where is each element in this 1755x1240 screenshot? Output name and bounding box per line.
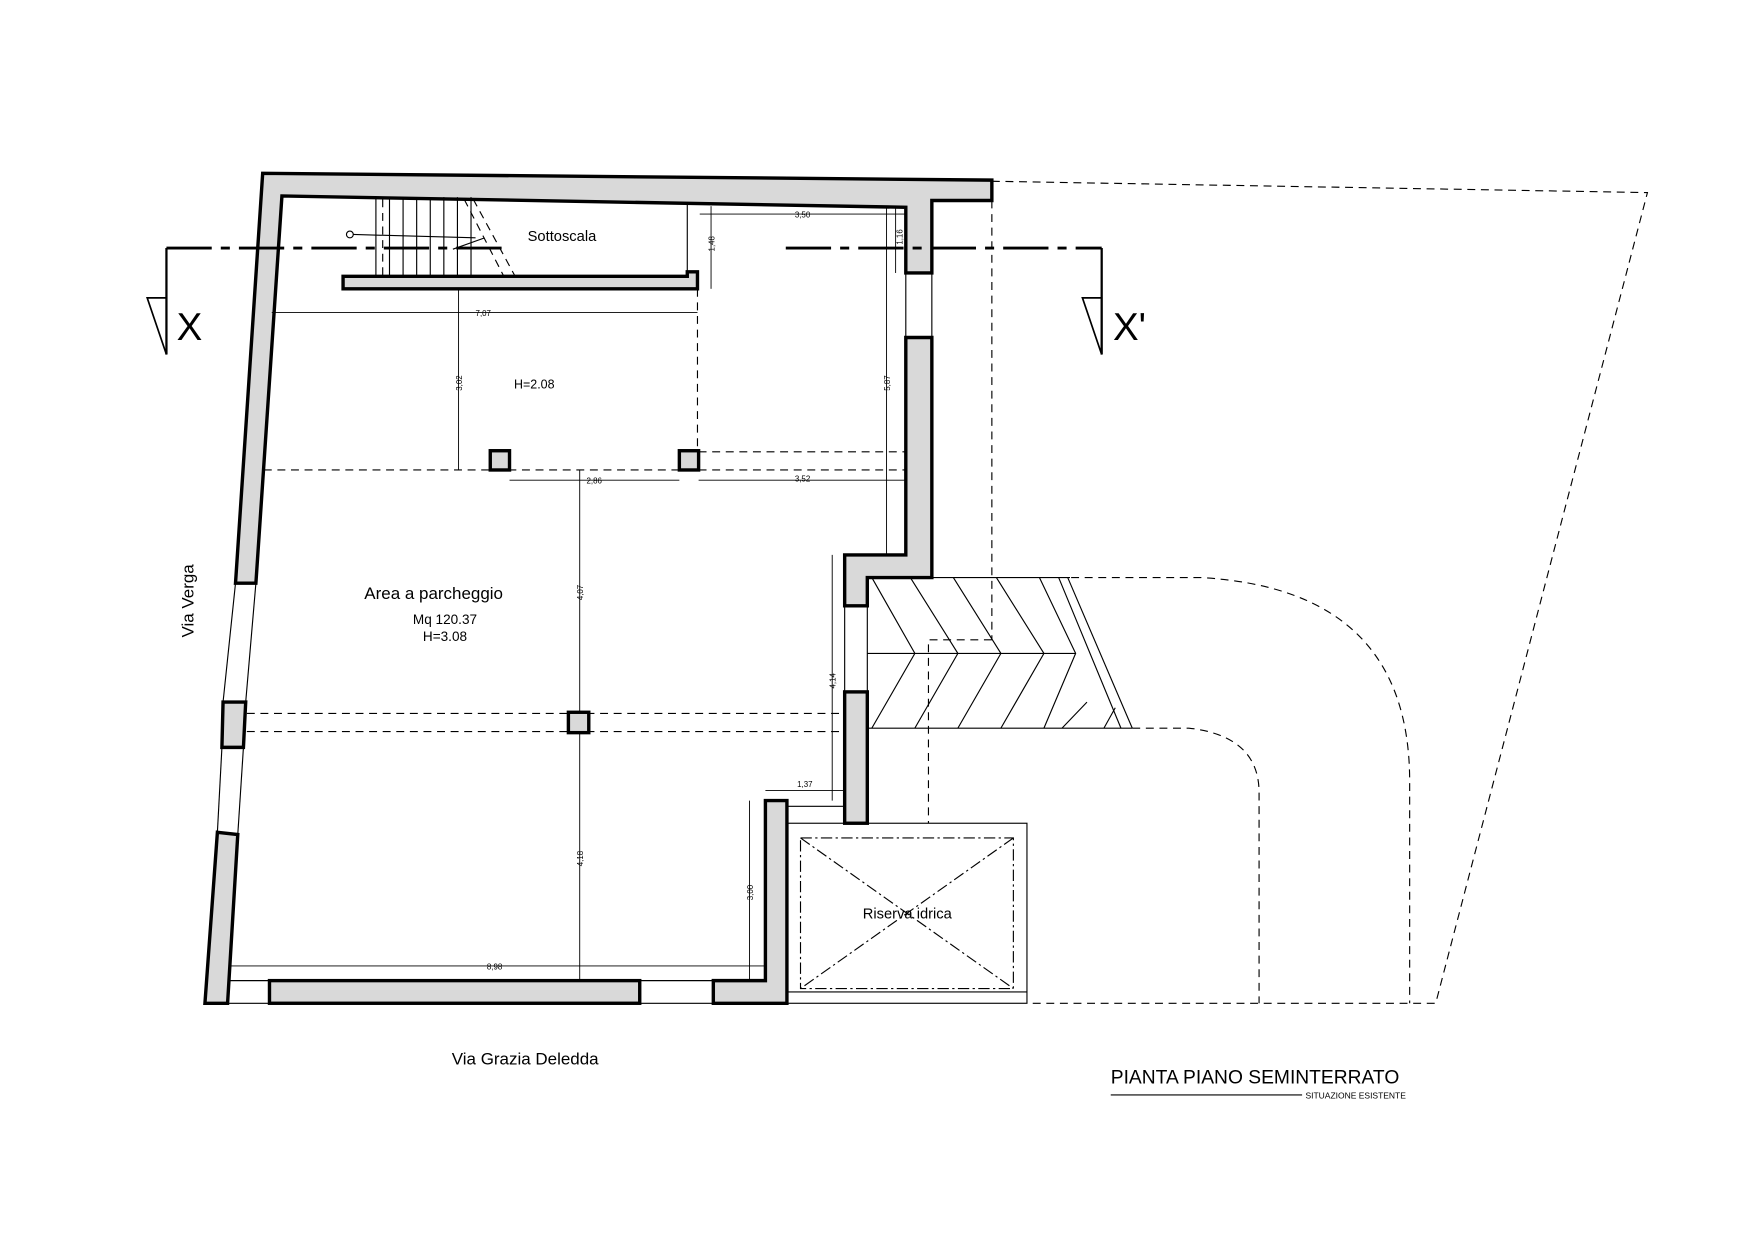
dim-3-00: 3,00 [746, 884, 755, 900]
walls [203, 171, 994, 1005]
dim-3-52: 3,52 [795, 474, 810, 483]
dim-4-14: 4,14 [829, 673, 838, 689]
dim-4-07: 4,07 [576, 585, 585, 600]
parking-area: Mq 120.37 [413, 612, 477, 627]
columns [488, 449, 701, 735]
dimension-labels: 3,50 1,16 1,48 7,07 3,02 5,87 2,86 3,52 … [455, 210, 904, 971]
beam-lines [246, 288, 906, 733]
room-label-water-tank: Riserva idrica [863, 906, 953, 922]
ramp [866, 576, 1133, 729]
section-line: X X' [146, 246, 1146, 355]
dim-7-07: 7,07 [476, 309, 491, 318]
room-height-upper: H=2.08 [514, 377, 555, 391]
dim-4-18: 4,18 [576, 850, 585, 866]
dim-1-16: 1,16 [895, 229, 904, 245]
dim-3-02: 3,02 [455, 375, 464, 390]
parking-height: H=3.08 [423, 629, 467, 644]
dimension-lines [229, 206, 906, 981]
dim-5-87: 5,87 [883, 375, 892, 390]
dim-1-37: 1,37 [797, 780, 812, 789]
drawing-subtitle: SITUAZIONE ESISTENTE [1305, 1090, 1406, 1100]
water-tank [786, 822, 1028, 1004]
drawing-title: PIANTA PIANO SEMINTERRATO [1111, 1068, 1400, 1089]
dim-8-98: 8,98 [487, 962, 503, 971]
room-label-parking: Area a parcheggio [364, 584, 503, 603]
room-label-sottoscala: Sottoscala [528, 229, 597, 245]
dim-3-50: 3,50 [795, 210, 811, 219]
street-via-grazia-deledda: Via Grazia Deledda [452, 1049, 599, 1068]
section-mark-x-prime: X' [1113, 306, 1146, 349]
dim-2-86: 2,86 [587, 477, 603, 486]
section-mark-x: X [177, 306, 203, 349]
lot-boundary [927, 180, 1649, 1004]
dim-1-48: 1,48 [707, 235, 716, 251]
street-via-verga: Via Verga [179, 564, 198, 638]
staircase [345, 197, 688, 277]
openings [216, 272, 933, 1004]
